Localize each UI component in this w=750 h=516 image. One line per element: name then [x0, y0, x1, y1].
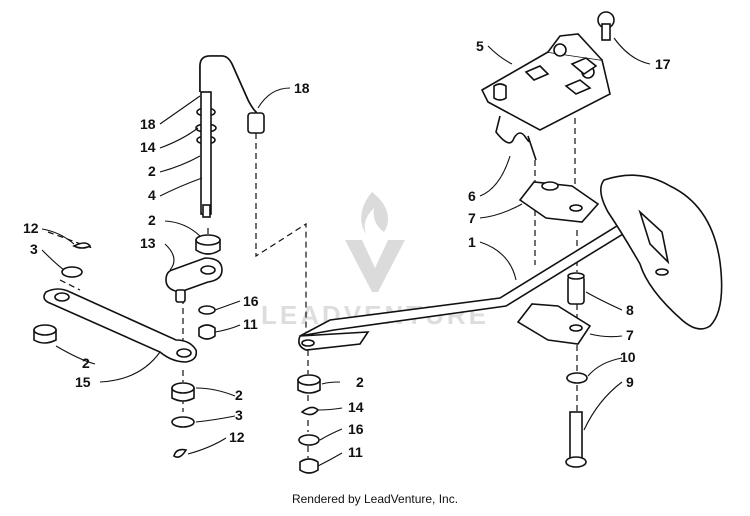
block-7-upper	[518, 181, 600, 223]
link-arm-13	[165, 257, 223, 293]
washer-3b	[171, 416, 195, 428]
foot-pad	[600, 174, 723, 330]
shaft-tip	[202, 204, 211, 218]
callout-4: 4	[148, 187, 156, 203]
callout-1: 1	[468, 234, 476, 250]
clip-12a	[72, 242, 92, 249]
rod-end-nut	[247, 112, 265, 134]
callout-3-left: 3	[30, 241, 38, 257]
clip-14b	[300, 406, 320, 416]
spacer-8	[567, 275, 585, 305]
callout-11-lower: 11	[348, 444, 363, 460]
callout-7-lower: 7	[626, 327, 634, 343]
callout-12-left: 12	[23, 220, 39, 236]
callout-3-lower: 3	[235, 407, 243, 423]
nut-b	[570, 57, 598, 75]
callout-14-upper: 14	[140, 139, 156, 155]
washer-10	[566, 372, 588, 384]
callout-2-center: 2	[356, 374, 364, 390]
callout-13: 13	[140, 235, 156, 251]
shaft-assembly	[165, 55, 265, 340]
washer-3a	[61, 266, 83, 278]
nut-a	[524, 65, 550, 81]
callout-7-upper: 7	[468, 210, 476, 226]
nut-11a	[198, 324, 216, 340]
callout-18-left: 18	[140, 116, 156, 132]
callout-2-upper-bushing: 2	[148, 212, 156, 228]
callout-17: 17	[655, 56, 671, 72]
callout-14-lower: 14	[348, 399, 364, 415]
callout-12-lower: 12	[229, 429, 245, 445]
bracket-assembly	[480, 11, 615, 468]
bolt-9	[569, 411, 583, 463]
nut-c	[564, 79, 592, 95]
clip-12b	[173, 448, 188, 458]
callout-16-lower: 16	[348, 421, 364, 437]
alignment-lines	[47, 118, 578, 458]
lever-15	[43, 288, 198, 363]
washer-16a	[198, 305, 216, 315]
callout-8: 8	[626, 302, 634, 318]
leader-lines	[41, 37, 651, 467]
callout-10: 10	[620, 349, 636, 365]
link-stud	[175, 289, 186, 303]
callout-18-top: 18	[294, 80, 310, 96]
callout-2-shaft: 2	[148, 163, 156, 179]
callout-5: 5	[476, 38, 484, 54]
center-hardware	[297, 374, 321, 474]
callout-2-left-bushing: 2	[82, 355, 90, 371]
spring-6	[495, 115, 537, 161]
washer-16b	[298, 434, 320, 446]
render-credit: Rendered by LeadVenture, Inc.	[291, 492, 459, 506]
callout-11-upper: 11	[243, 316, 258, 332]
shaft-4	[200, 91, 212, 215]
callout-9: 9	[626, 374, 634, 390]
callout-2-lower-bushing: 2	[235, 387, 243, 403]
callout-16-upper: 16	[243, 293, 259, 309]
block-7-lower	[516, 303, 592, 345]
callout-labels: 18 18 14 2 4 2 13 12 3 16 11 2 15 2 3 12…	[23, 38, 671, 460]
bracket-stud	[493, 83, 507, 101]
callout-6: 6	[468, 188, 476, 204]
nut-11b	[299, 458, 319, 474]
callout-15: 15	[75, 374, 91, 390]
lever-assembly	[33, 242, 198, 458]
